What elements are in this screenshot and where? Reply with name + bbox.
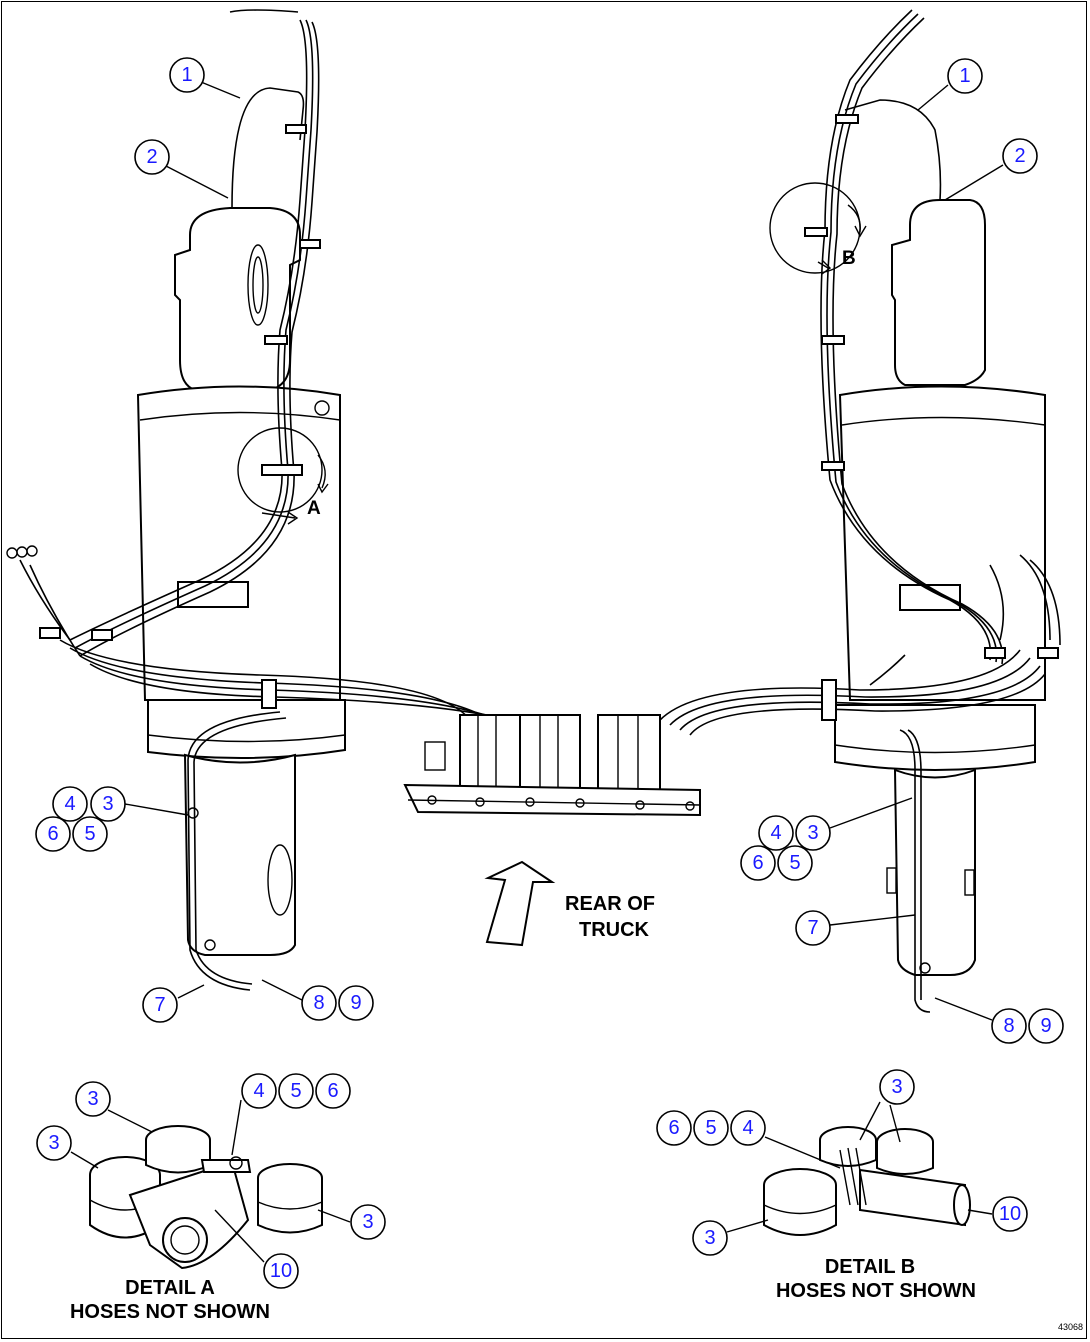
callout-left-5: 5 bbox=[72, 816, 108, 852]
left-hoses bbox=[6, 9, 521, 991]
svg-text:6: 6 bbox=[47, 823, 58, 845]
detail-b-title: DETAIL B bbox=[825, 1256, 915, 1278]
callout-right-4: 4 bbox=[758, 815, 794, 851]
svg-text:6: 6 bbox=[752, 852, 763, 874]
callout-detail-b-3-top: 3 bbox=[879, 1069, 915, 1105]
rear-of-truck-line2: TRUCK bbox=[579, 919, 650, 941]
callout-left-1: 1 bbox=[169, 57, 205, 93]
drawing-number: 43068 bbox=[1058, 1322, 1083, 1332]
callout-left-7: 7 bbox=[142, 987, 178, 1023]
manifold-block bbox=[403, 714, 701, 817]
callout-detail-b-10: 10 bbox=[992, 1196, 1028, 1232]
left-strut bbox=[136, 207, 346, 956]
svg-text:8: 8 bbox=[313, 992, 324, 1014]
detail-a-marker: A bbox=[307, 498, 321, 519]
callout-right-1: 1 bbox=[947, 58, 983, 94]
svg-text:4: 4 bbox=[742, 1117, 753, 1139]
svg-text:1: 1 bbox=[181, 64, 192, 86]
svg-text:4: 4 bbox=[770, 822, 781, 844]
callout-left-6: 6 bbox=[35, 816, 71, 852]
svg-text:10: 10 bbox=[999, 1203, 1021, 1225]
detail-a-subtitle: HOSES NOT SHOWN bbox=[70, 1301, 270, 1323]
svg-text:4: 4 bbox=[253, 1080, 264, 1102]
svg-text:1: 1 bbox=[959, 65, 970, 87]
callout-right-6: 6 bbox=[740, 845, 776, 881]
svg-text:4: 4 bbox=[64, 793, 75, 815]
callout-left-2: 2 bbox=[134, 139, 170, 175]
callout-detail-a-4: 4 bbox=[241, 1073, 277, 1109]
callout-left-9: 9 bbox=[338, 985, 374, 1021]
callout-detail-a-3-top: 3 bbox=[75, 1081, 111, 1117]
svg-text:3: 3 bbox=[102, 793, 113, 815]
svg-text:7: 7 bbox=[807, 917, 818, 939]
svg-text:10: 10 bbox=[270, 1260, 292, 1282]
callout-detail-b-4: 4 bbox=[730, 1110, 766, 1146]
callout-detail-a-5: 5 bbox=[278, 1073, 314, 1109]
svg-text:8: 8 bbox=[1003, 1015, 1014, 1037]
svg-text:6: 6 bbox=[668, 1117, 679, 1139]
leader-lines bbox=[70, 81, 1004, 1263]
svg-text:2: 2 bbox=[146, 146, 157, 168]
callout-left-4: 4 bbox=[52, 786, 88, 822]
rear-of-truck-line1: REAR OF bbox=[565, 893, 655, 915]
callout-right-8: 8 bbox=[991, 1008, 1027, 1044]
svg-text:6: 6 bbox=[327, 1080, 338, 1102]
callout-left-3: 3 bbox=[90, 786, 126, 822]
svg-text:9: 9 bbox=[1040, 1015, 1051, 1037]
svg-text:5: 5 bbox=[705, 1117, 716, 1139]
svg-text:3: 3 bbox=[704, 1227, 715, 1249]
svg-text:9: 9 bbox=[350, 992, 361, 1014]
callout-detail-a-3-left: 3 bbox=[36, 1125, 72, 1161]
svg-text:3: 3 bbox=[48, 1132, 59, 1154]
callout-detail-a-10: 10 bbox=[263, 1253, 299, 1289]
callout-detail-a-3-right: 3 bbox=[350, 1204, 386, 1240]
detail-a-drawing bbox=[89, 1125, 323, 1270]
callout-right-2: 2 bbox=[1002, 138, 1038, 174]
callout-detail-b-5: 5 bbox=[693, 1110, 729, 1146]
callout-detail-a-6: 6 bbox=[315, 1073, 351, 1109]
detail-b-marker: B bbox=[842, 248, 856, 269]
svg-text:7: 7 bbox=[154, 994, 165, 1016]
callout-right-7: 7 bbox=[795, 910, 831, 946]
detail-b-subtitle: HOSES NOT SHOWN bbox=[776, 1280, 976, 1302]
detail-a-title: DETAIL A bbox=[125, 1277, 215, 1299]
svg-text:2: 2 bbox=[1014, 145, 1025, 167]
callout-left-8: 8 bbox=[301, 985, 337, 1021]
callout-right-9: 9 bbox=[1028, 1008, 1064, 1044]
svg-text:3: 3 bbox=[807, 822, 818, 844]
callout-detail-b-3-left: 3 bbox=[692, 1220, 728, 1256]
rear-of-truck-arrow bbox=[484, 860, 556, 947]
callout-detail-b-6: 6 bbox=[656, 1110, 692, 1146]
callout-right-3: 3 bbox=[795, 815, 831, 851]
right-hoses bbox=[659, 9, 1061, 1013]
detail-b-drawing bbox=[763, 1126, 971, 1236]
svg-text:5: 5 bbox=[789, 852, 800, 874]
svg-text:3: 3 bbox=[87, 1088, 98, 1110]
svg-text:5: 5 bbox=[84, 823, 95, 845]
svg-text:5: 5 bbox=[290, 1080, 301, 1102]
svg-text:3: 3 bbox=[362, 1211, 373, 1233]
callout-right-5: 5 bbox=[777, 845, 813, 881]
svg-text:3: 3 bbox=[891, 1076, 902, 1098]
right-strut bbox=[834, 199, 1046, 976]
